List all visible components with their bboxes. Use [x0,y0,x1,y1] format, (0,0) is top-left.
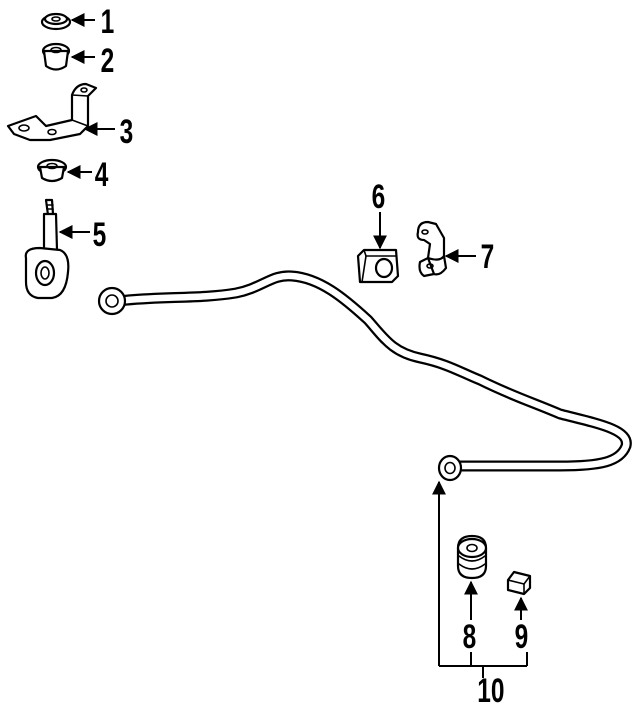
leader-1 [432,480,528,678]
part-6-link [24,198,70,300]
part-4-bushing [356,248,400,284]
callout-7: 3 [120,113,134,151]
part-7-bracket [6,82,98,142]
callout-5: 7 [481,238,495,276]
callout-1: 10 [477,672,504,705]
callout-10: 4 [95,156,109,194]
callout-4: 6 [372,178,386,216]
part-9-washer [40,12,72,31]
callout-2: 8 [463,618,477,656]
callout-8: 2 [101,42,115,80]
callout-9: 1 [101,3,115,41]
part-5-clamp [416,220,448,278]
part-2-bushing [456,534,488,580]
callout-6: 5 [93,216,107,254]
callout-3: 9 [515,618,529,656]
part-10-nut [36,158,68,183]
part-1-stabilizer-bar [97,270,632,482]
part-3-spacer [506,570,532,596]
part-8-grommet [41,42,71,71]
